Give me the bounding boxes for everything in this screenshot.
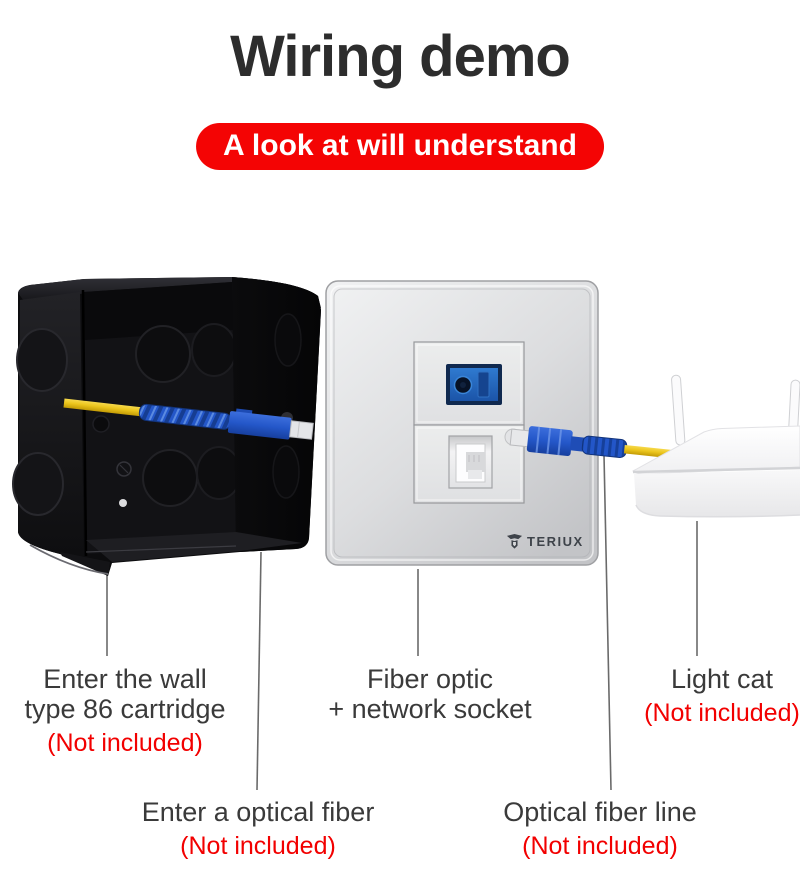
callout-socket-line1: Fiber optic [366,664,494,694]
ground-screw-icon [116,461,132,477]
sc-connector-left [227,411,292,440]
brand-logo: TERIUX [506,533,584,550]
callout-light-cat-note: (Not included) [644,699,800,727]
callout-socket-line2: + network socket [328,694,532,724]
callout-fiber-in-line1: Enter a optical fiber [141,797,375,827]
callout-socket: Fiber optic + network socket [305,664,555,724]
brand-name: TERIUX [527,534,584,549]
rj45-network-port [448,435,493,489]
wall-plate-illustration [325,280,599,566]
callout-wall-box-line2: type 86 cartridge [24,694,226,724]
fiber-cable-left [63,398,314,440]
wall-box-illustration [12,277,321,576]
callout-fiber-in: Enter a optical fiber (Not included) [133,797,383,860]
callout-line-fiber-line [603,454,612,791]
callout-fiber-line-line1: Optical fiber line [503,797,697,827]
callout-line-fiber-in [256,551,262,791]
callout-fiber-line: Optical fiber line (Not included) [475,797,725,860]
teriux-logo-icon [506,533,523,549]
callout-lines [106,454,698,791]
callout-wall-box-line1: Enter the wall [43,664,207,694]
subtitle-badge: A look at will understand [196,123,604,170]
page-title: Wiring demo [230,24,571,89]
router-antenna-left [671,374,686,446]
fiber-cable-right [509,426,671,459]
callout-fiber-line-note: (Not included) [522,832,678,860]
callout-wall-box: Enter the wall type 86 cartridge (Not in… [10,664,240,757]
sc-fiber-port [446,364,502,405]
callout-fiber-in-note: (Not included) [180,832,336,860]
callout-light-cat: Light cat (Not included) [627,664,800,727]
callout-light-cat-line1: Light cat [670,664,774,694]
router-illustration [632,374,800,518]
callout-wall-box-note: (Not included) [47,729,203,757]
